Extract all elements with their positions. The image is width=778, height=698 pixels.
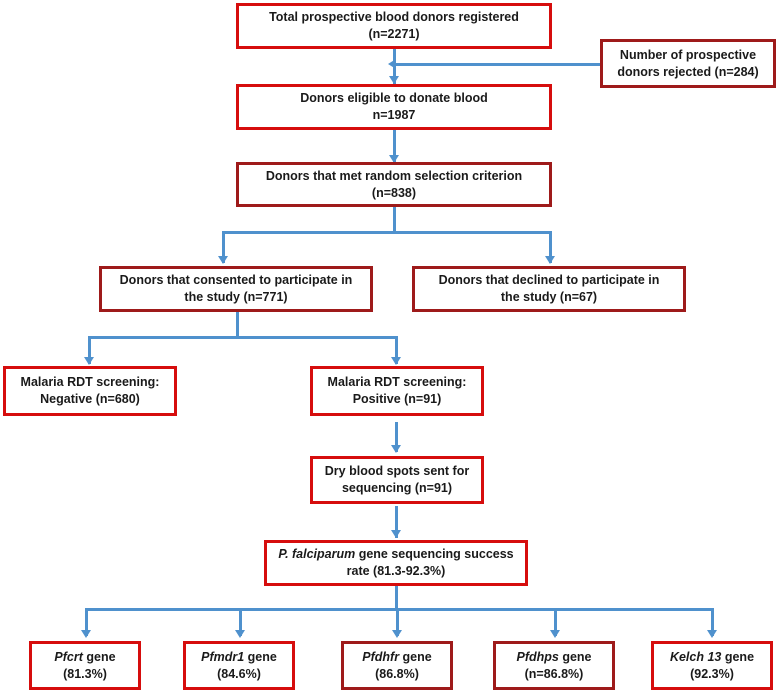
node-random-selection[interactable]: Donors that met random selection criteri… bbox=[236, 162, 552, 207]
node-sequencing-success-line1: P. falciparum gene sequencing success bbox=[278, 546, 513, 563]
node-gene-kelch13-suffix: gene bbox=[721, 649, 755, 664]
node-rdt-negative[interactable]: Malaria RDT screening: Negative (n=680) bbox=[3, 366, 177, 416]
connector-gene-branch-pfdhps bbox=[554, 608, 557, 636]
node-gene-pfdhfr-suffix: gene bbox=[399, 649, 432, 664]
arrow-consented-to-positive bbox=[391, 357, 401, 365]
node-gene-pfdhfr-value: (86.8%) bbox=[375, 666, 419, 681]
node-rejected-line2: donors rejected (n=284) bbox=[617, 64, 759, 79]
node-gene-pfdhps-name: Pfdhps bbox=[516, 649, 559, 664]
node-gene-pfdhfr-label: Pfdhfr gene bbox=[362, 649, 431, 666]
connector-consented-stem bbox=[236, 312, 239, 338]
node-eligible-line1: Donors eligible to donate blood bbox=[300, 91, 488, 106]
node-gene-pfdhps-label: Pfdhps gene bbox=[516, 649, 591, 666]
connector-consented-split-bar bbox=[88, 336, 398, 339]
arrow-positive-to-dbs bbox=[391, 445, 401, 453]
node-sequencing-success-species: P. falciparum bbox=[278, 547, 356, 562]
node-gene-pfmdr1-value: (84.6%) bbox=[217, 666, 261, 681]
node-gene-pfdhps[interactable]: Pfdhps gene (n=86.8%) bbox=[493, 641, 615, 690]
connector-random-to-consented bbox=[222, 231, 225, 263]
connector-random-split-bar bbox=[222, 231, 552, 234]
node-rdt-negative-line1: Malaria RDT screening: bbox=[20, 375, 160, 390]
node-dry-blood-spots-line1: Dry blood spots sent for bbox=[324, 464, 470, 479]
node-gene-kelch13-name: Kelch 13 bbox=[669, 649, 722, 664]
node-eligible[interactable]: Donors eligible to donate blood n=1987 bbox=[236, 84, 552, 130]
node-gene-pfcrt-suffix: gene bbox=[82, 649, 116, 664]
node-total-registered-line2: (n=2271) bbox=[368, 27, 420, 41]
connector-sequencing-stem bbox=[395, 586, 398, 610]
node-declined[interactable]: Donors that declined to participate in t… bbox=[412, 266, 686, 312]
connector-gene-branch-pfmdr1 bbox=[239, 608, 242, 636]
connector-positive-to-dbs bbox=[395, 422, 398, 452]
node-gene-kelch13-label: Kelch 13 gene bbox=[670, 649, 754, 666]
arrow-rejected-branch bbox=[388, 59, 396, 69]
arrow-random-to-consented bbox=[218, 256, 228, 264]
node-rdt-positive[interactable]: Malaria RDT screening: Positive (n=91) bbox=[310, 366, 484, 416]
connector-gene-split-bar bbox=[85, 608, 714, 611]
node-gene-pfdhps-suffix: gene bbox=[558, 649, 592, 664]
node-sequencing-success[interactable]: P. falciparum gene sequencing success ra… bbox=[264, 540, 528, 586]
node-total-registered[interactable]: Total prospective blood donors registere… bbox=[236, 3, 552, 49]
node-declined-line2: the study (n=67) bbox=[500, 290, 598, 304]
connector-gene-branch-pfdhfr bbox=[396, 608, 399, 636]
node-gene-pfcrt-label: Pfcrt gene bbox=[54, 649, 115, 666]
node-eligible-line2: n=1987 bbox=[372, 108, 416, 122]
connector-random-stem bbox=[393, 207, 396, 233]
arrow-gene-branch-pfdhps bbox=[550, 630, 560, 638]
node-gene-pfcrt[interactable]: Pfcrt gene (81.3%) bbox=[29, 641, 141, 690]
node-gene-pfcrt-name: Pfcrt bbox=[54, 649, 83, 664]
node-dry-blood-spots-line2: sequencing (n=91) bbox=[341, 481, 453, 495]
connector-dbs-to-sequencing bbox=[395, 506, 398, 538]
connector-eligible-to-random bbox=[393, 130, 396, 162]
node-total-registered-line1: Total prospective blood donors registere… bbox=[269, 10, 519, 25]
connector-gene-branch-kelch13 bbox=[711, 608, 714, 636]
node-random-selection-line2: (n=838) bbox=[371, 185, 417, 200]
node-gene-pfdhps-value: (n=86.8%) bbox=[524, 666, 584, 681]
node-rejected[interactable]: Number of prospective donors rejected (n… bbox=[600, 39, 776, 88]
node-gene-pfmdr1-name: Pfmdr1 bbox=[201, 649, 245, 664]
connector-consented-to-positive bbox=[395, 336, 398, 364]
arrow-registered-to-eligible bbox=[389, 76, 399, 84]
node-rejected-line1: Number of prospective bbox=[619, 47, 757, 62]
node-gene-pfmdr1-label: Pfmdr1 gene bbox=[201, 649, 277, 666]
node-rdt-positive-line2: Positive (n=91) bbox=[352, 392, 442, 406]
node-consented-line2: the study (n=771) bbox=[184, 290, 288, 304]
node-gene-pfdhfr[interactable]: Pfdhfr gene (86.8%) bbox=[341, 641, 453, 690]
node-rdt-positive-line1: Malaria RDT screening: bbox=[327, 375, 467, 390]
arrow-consented-to-negative bbox=[84, 357, 94, 365]
node-dry-blood-spots[interactable]: Dry blood spots sent for sequencing (n=9… bbox=[310, 456, 484, 504]
arrow-dbs-to-sequencing bbox=[391, 530, 401, 538]
arrow-gene-branch-pfcrt bbox=[81, 630, 91, 638]
node-gene-pfmdr1[interactable]: Pfmdr1 gene (84.6%) bbox=[183, 641, 295, 690]
node-gene-pfmdr1-suffix: gene bbox=[244, 649, 277, 664]
connector-rejected-branch bbox=[396, 63, 600, 66]
node-declined-line1: Donors that declined to participate in bbox=[438, 273, 660, 288]
node-gene-kelch13-value: (92.3%) bbox=[690, 666, 734, 681]
arrow-random-to-declined bbox=[545, 256, 555, 264]
arrow-gene-branch-pfmdr1 bbox=[235, 630, 245, 638]
node-sequencing-success-line1-rest: gene sequencing success bbox=[355, 547, 514, 562]
arrow-eligible-to-random bbox=[389, 155, 399, 163]
node-gene-pfdhfr-name: Pfdhfr bbox=[362, 649, 400, 664]
arrow-gene-branch-pfdhfr bbox=[392, 630, 402, 638]
node-rdt-negative-line2: Negative (n=680) bbox=[40, 392, 140, 406]
arrow-gene-branch-kelch13 bbox=[707, 630, 717, 638]
node-consented[interactable]: Donors that consented to participate in … bbox=[99, 266, 373, 312]
node-gene-pfcrt-value: (81.3%) bbox=[63, 666, 107, 681]
node-consented-line1: Donors that consented to participate in bbox=[119, 273, 353, 288]
node-sequencing-success-line2: rate (81.3-92.3%) bbox=[346, 564, 446, 578]
node-gene-kelch13[interactable]: Kelch 13 gene (92.3%) bbox=[651, 641, 773, 690]
connector-consented-to-negative bbox=[88, 336, 91, 364]
connector-gene-branch-pfcrt bbox=[85, 608, 88, 636]
node-random-selection-line1: Donors that met random selection criteri… bbox=[265, 168, 523, 183]
connector-random-to-declined bbox=[549, 231, 552, 263]
